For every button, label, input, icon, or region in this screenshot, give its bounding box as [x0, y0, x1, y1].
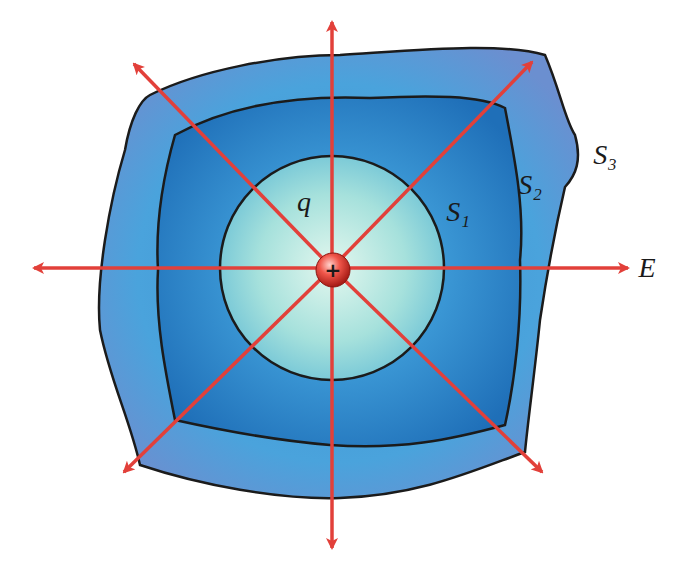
surface-s3 [99, 48, 578, 498]
charge-sign: + [325, 260, 342, 280]
field-label: E⃗ [639, 254, 678, 282]
surface-label: S₃ [593, 141, 617, 169]
surface-label: S₂ [518, 171, 542, 199]
surface-s2 [157, 96, 521, 446]
point-charge [316, 253, 350, 287]
field-lines [34, 22, 628, 548]
charge-label: q [297, 188, 311, 216]
surface-label: S₁ [446, 198, 470, 226]
